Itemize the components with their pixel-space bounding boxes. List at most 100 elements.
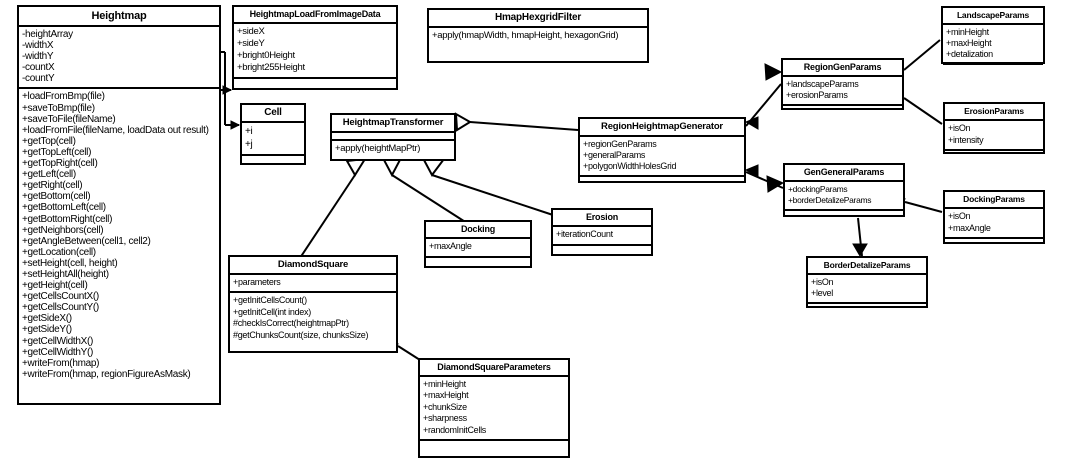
attributes-compartment: +isOn +intensity [945, 121, 1043, 151]
methods-compartment [943, 65, 1043, 71]
method-row: +getNeighbors(cell) [22, 224, 104, 236]
arrow-association-cell [230, 120, 241, 130]
arrow-aggregation-regiongenparams [764, 63, 783, 81]
edge-diamond-hmtrans [299, 174, 356, 259]
uml-class-region-heightmap-generator[interactable]: RegionHeightmapGenerator +regionGenParam… [578, 117, 746, 183]
attribute-row: +polygonWidthHolesGrid [583, 161, 677, 171]
class-title: LandscapeParams [943, 8, 1043, 25]
class-title: RegionHeightmapGenerator [580, 119, 744, 137]
attributes-compartment: +minHeight +maxHeight +detalization [943, 25, 1043, 65]
edge-regiongenparams-erosionparams [903, 97, 943, 125]
method-row: +getBottomLeft(cell) [22, 202, 106, 214]
edge-rhgen-regiongenparams [745, 83, 782, 127]
uml-class-cell[interactable]: Cell +i +j [240, 103, 306, 165]
uml-class-heightmap-load-from-image-data[interactable]: HeightmapLoadFromImageData +sideX +sideY… [232, 5, 398, 90]
uml-class-diamond-square[interactable]: DiamondSquare +parameters +getInitCellsC… [228, 255, 398, 353]
uml-class-docking[interactable]: Docking +maxAngle [424, 220, 532, 268]
edge-gengeneralparams-borderdetalizeparams [857, 217, 863, 257]
attribute-row: +sideX [237, 26, 265, 37]
attributes-compartment: +i +j [242, 123, 304, 156]
class-title: DockingParams [945, 192, 1043, 209]
attribute-row: +maxHeight [946, 38, 992, 48]
uml-class-erosion[interactable]: Erosion +iterationCount [551, 208, 653, 256]
attribute-row: +maxAngle [429, 241, 472, 251]
method-row: +getLocation(cell) [22, 246, 96, 258]
method-row: +getInitCellsCount() [233, 295, 307, 306]
attribute-row: +intensity [948, 134, 984, 145]
attribute-row: +isOn [948, 211, 971, 221]
uml-class-docking-params[interactable]: DockingParams +isOn +maxAngle [943, 190, 1045, 244]
edge-gengeneralparams-dockingparams [904, 201, 943, 213]
uml-class-border-detalize-params[interactable]: BorderDetalizeParams +isOn +level [806, 256, 928, 308]
methods-compartment [783, 106, 902, 112]
arrow-aggregation-rhgen-top [744, 116, 759, 130]
method-row: +loadFromBmp(file) [22, 91, 105, 103]
method-row: +getSideX() [22, 313, 72, 325]
attribute-row: +j [245, 139, 253, 150]
methods-compartment [234, 79, 396, 85]
attributes-compartment: +parameters [230, 275, 396, 294]
method-row: +getCellsCountY() [22, 302, 99, 314]
attributes-compartment: +landscapeParams +erosionParams [783, 77, 902, 106]
attributes-compartment: +regionGenParams +generalParams +polygon… [580, 137, 744, 177]
methods-compartment [420, 441, 568, 447]
uml-class-heightmap[interactable]: Heightmap -heightArray -widthX -widthY -… [17, 5, 221, 405]
method-row: +getTopLeft(cell) [22, 146, 92, 158]
methods-compartment: +loadFromBmp(file) +saveToBmp(file) +sav… [19, 89, 219, 382]
attribute-row: +detalization [946, 49, 993, 59]
attribute-row: +chunkSize [423, 401, 467, 412]
attribute-row: +landscapeParams [786, 79, 859, 89]
uml-class-hmap-hexgrid-filter[interactable]: HmapHexgridFilter +apply(hmapWidth, hmap… [427, 8, 649, 63]
attribute-row: +bright255Height [237, 62, 305, 73]
method-row: +loadFromFile(fileName, loadData out res… [22, 124, 209, 136]
attribute-row: +isOn [811, 277, 834, 287]
attribute-row: +dockingParams [788, 184, 848, 194]
uml-class-erosion-params[interactable]: ErosionParams +isOn +intensity [943, 102, 1045, 154]
class-title: HmapHexgridFilter [429, 10, 647, 28]
method-row: +getLeft(cell) [22, 169, 76, 181]
attribute-row: -countX [22, 62, 55, 74]
uml-class-gen-general-params[interactable]: GenGeneralParams +dockingParams +borderD… [783, 163, 905, 217]
method-row: +getInitCell(int index) [233, 306, 311, 317]
class-title: HeightmapLoadFromImageData [234, 7, 396, 24]
arrow-association-hmlfid [222, 85, 233, 95]
attribute-row: +parameters [233, 277, 281, 287]
methods-compartment: +apply(hmapWidth, hmapHeight, hexagonGri… [429, 28, 647, 45]
attributes-compartment: +iterationCount [553, 227, 651, 246]
attribute-row: +maxAngle [948, 222, 991, 233]
methods-compartment [945, 151, 1043, 157]
attribute-row: -countY [22, 73, 55, 85]
uml-class-region-gen-params[interactable]: RegionGenParams +landscapeParams +erosio… [781, 58, 904, 110]
attribute-row: +borderDetalizeParams [788, 195, 872, 205]
method-row: +getBottom(cell) [22, 191, 91, 203]
class-title: BorderDetalizeParams [808, 258, 926, 275]
uml-class-landscape-params[interactable]: LandscapeParams +minHeight +maxHeight +d… [941, 6, 1045, 65]
attributes-compartment: -heightArray -widthX -widthY -countX -co… [19, 27, 219, 90]
attribute-row: +randomInitCells [423, 424, 486, 435]
method-row: +getAngleBetween(cell1, cell2) [22, 235, 151, 247]
methods-compartment: +getInitCellsCount() +getInitCell(int in… [230, 293, 396, 344]
attribute-row: +sideY [237, 38, 265, 49]
class-title: DiamondSquareParameters [420, 360, 568, 377]
edge-rhgen-gengeneralparams [745, 171, 784, 189]
uml-class-diamond-square-parameters[interactable]: DiamondSquareParameters +minHeight +maxH… [418, 358, 570, 458]
method-row: +saveToBmp(file) [22, 102, 95, 114]
attributes-compartment: +isOn +maxAngle [945, 209, 1043, 239]
attribute-row: -widthY [22, 51, 54, 63]
uml-class-heightmap-transformer[interactable]: HeightmapTransformer +apply(heightMapPtr… [330, 113, 456, 161]
attribute-row: +level [811, 288, 833, 298]
arrow-generalization-rhgen [454, 112, 472, 132]
edge-docking-hmtrans [391, 174, 471, 226]
edge-erosion-hmtrans [431, 174, 554, 216]
class-title: HeightmapTransformer [332, 115, 454, 133]
attribute-row: +i [245, 126, 253, 137]
method-row: +getSideY() [22, 324, 72, 336]
class-title: Docking [426, 222, 530, 239]
attribute-row: +minHeight [946, 27, 989, 37]
attribute-row: +isOn [948, 123, 971, 133]
attribute-row: +iterationCount [556, 229, 613, 239]
method-row: +getTopRight(cell) [22, 158, 98, 170]
methods-compartment [426, 258, 530, 264]
method-row: +apply(hmapWidth, hmapHeight, hexagonGri… [432, 30, 619, 41]
